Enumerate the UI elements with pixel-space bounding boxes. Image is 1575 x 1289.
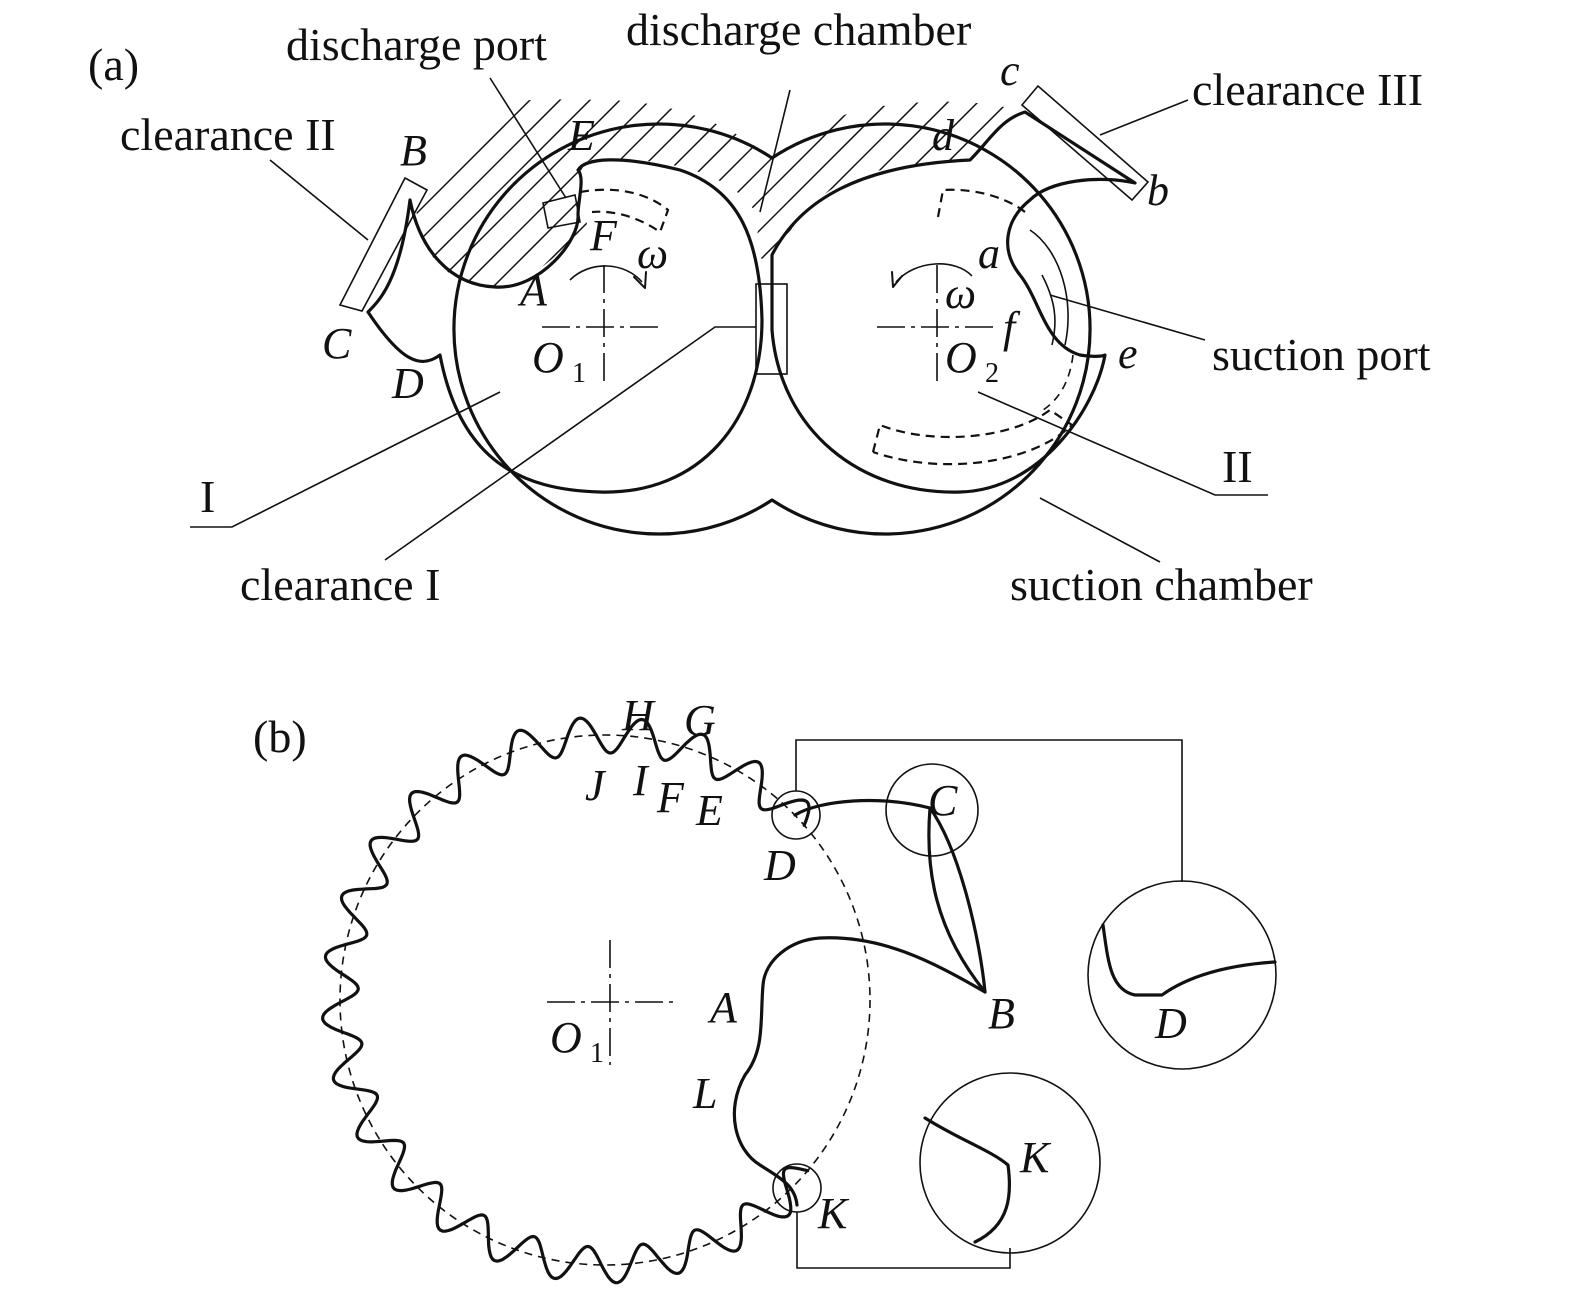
point-b-K: K	[817, 1189, 850, 1238]
center-2-label: O	[945, 333, 977, 382]
label-clearance-1: clearance I	[240, 559, 440, 610]
leader-suction-chamber	[1039, 497, 1161, 563]
detail-circle-K	[919, 1072, 1101, 1254]
wavy-rotor-profile	[321, 716, 811, 1285]
pump-casing	[452, 122, 1092, 536]
point-a-e: e	[1118, 329, 1138, 378]
point-a-A: A	[517, 266, 548, 315]
point-b-E: E	[695, 786, 723, 835]
center-1-label: O	[532, 333, 564, 382]
callout-D-connector	[795, 739, 1183, 882]
point-b-J: J	[585, 761, 607, 810]
center-b-label: O	[550, 1013, 582, 1062]
discharge-hatch-right	[755, 101, 1025, 270]
point-b-G: G	[684, 696, 716, 745]
detail-label-D: D	[1154, 999, 1187, 1048]
detail-label-K: K	[1019, 1133, 1052, 1182]
panel-a-tag: (a)	[88, 39, 139, 90]
point-b-B: B	[988, 989, 1015, 1038]
point-a-f: f	[1003, 303, 1021, 352]
callout-K-connector	[796, 1212, 1011, 1269]
label-discharge-chamber: discharge chamber	[626, 4, 971, 55]
detail-curve-D	[1101, 923, 1277, 997]
panel-a: (a) discharge port discharge chamber cle…	[88, 4, 1431, 610]
point-b-H: H	[621, 691, 656, 740]
rotor-2-dashed-inner	[1039, 354, 1074, 413]
label-rotor-2: II	[1222, 441, 1253, 492]
leader-clearance-1	[384, 326, 756, 561]
point-b-C: C	[928, 776, 958, 825]
suction-port-arc	[1029, 229, 1069, 346]
point-b-D: D	[763, 841, 796, 890]
point-a-c: c	[1000, 46, 1020, 95]
detail-circle-D	[1087, 880, 1277, 1070]
center-2-crosshair	[877, 265, 997, 385]
rotor-2-profile	[770, 110, 1137, 494]
point-b-A: A	[707, 983, 738, 1032]
tooth-profile-DCB	[732, 798, 987, 1207]
rotor-1-dashed-arc	[579, 188, 670, 234]
center-2-subscript: 2	[985, 358, 999, 389]
point-a-B: B	[400, 126, 427, 175]
rotor-2-dashed-arc-top	[936, 188, 1026, 218]
point-b-L: L	[692, 1069, 717, 1118]
clearance-2-box	[338, 176, 429, 312]
point-b-F: F	[656, 773, 685, 822]
discharge-port-box	[542, 194, 581, 229]
leader-clearance-3	[1099, 99, 1189, 136]
label-clearance-3: clearance III	[1192, 64, 1423, 115]
point-a-b: b	[1147, 166, 1169, 215]
label-rotor-1: I	[200, 471, 215, 522]
rotor-1-profile	[366, 158, 764, 494]
leader-discharge-chamber	[759, 89, 791, 213]
center-b-subscript: 1	[590, 1038, 604, 1069]
label-clearance-2: clearance II	[120, 109, 336, 160]
omega-2: ω	[945, 269, 976, 318]
point-a-d: d	[932, 111, 955, 160]
reference-circle	[339, 734, 871, 1266]
label-discharge-port: discharge port	[286, 19, 547, 70]
omega-arrow-1	[569, 265, 643, 283]
label-suction-chamber: suction chamber	[1010, 559, 1313, 610]
detail-curve-K	[923, 1116, 1012, 1244]
leader-rotor-1	[190, 391, 501, 528]
clearance-3-box	[1020, 84, 1150, 202]
point-b-I: I	[632, 756, 650, 805]
point-a-F: F	[589, 211, 618, 260]
panel-b: (b) H G J I F E D C A B L K D K O 1	[253, 691, 1277, 1285]
point-a-C: C	[322, 319, 352, 368]
tooth-edge-CB	[927, 806, 987, 994]
center-1-crosshair	[542, 265, 662, 385]
omega-1: ω	[637, 229, 668, 278]
label-suction-port: suction port	[1212, 329, 1431, 380]
leader-suction-port	[1049, 294, 1206, 341]
point-a-E: E	[567, 111, 595, 160]
point-a-a: a	[978, 229, 1000, 278]
omega-arrow-2-head	[891, 271, 903, 288]
leader-rotor-2	[977, 391, 1268, 496]
detail-marker-C	[885, 763, 979, 857]
leader-discharge-port	[489, 77, 567, 199]
omega-arrow-1-head	[633, 271, 647, 289]
center-b-crosshair	[547, 940, 675, 1065]
point-a-D: D	[391, 359, 424, 408]
rotor-2-dashed-arc-bottom	[871, 408, 1074, 466]
leader-clearance-2	[269, 159, 369, 241]
center-1-subscript: 1	[572, 358, 586, 389]
clearance-1-box	[755, 283, 788, 375]
panel-b-tag: (b)	[253, 711, 307, 762]
